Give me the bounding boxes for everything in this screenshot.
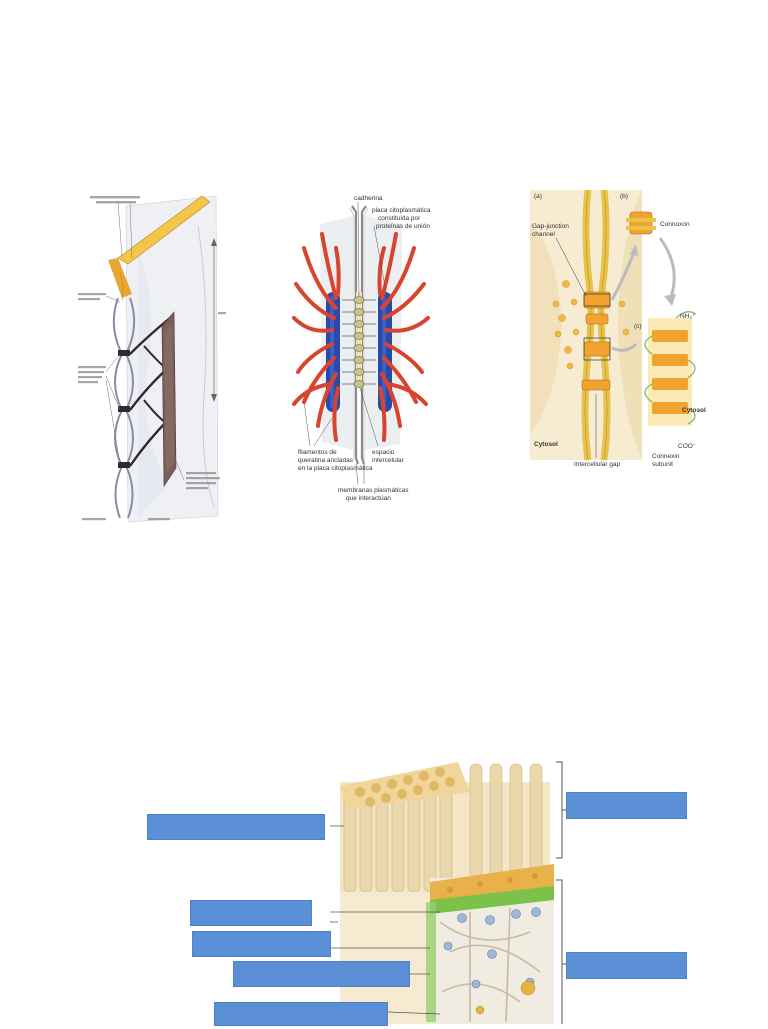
blank-label-right-lower (566, 952, 687, 979)
blank-label-junction-1 (190, 900, 312, 926)
tight-junction-illustration (76, 195, 226, 523)
microvilli-icon (340, 762, 550, 893)
epithelium-illustration (310, 761, 568, 1024)
gap-label-subunit-1: Connexin (652, 453, 680, 460)
blank-label-junction-3 (233, 961, 410, 987)
tight-junction-figure (76, 186, 228, 532)
gap-label-intercellular: Intercellular gap (574, 461, 621, 468)
blank-label-junction-2 (192, 931, 331, 957)
gap-panel-a: (a) (534, 193, 542, 200)
cell-nucleus-icon (475, 980, 536, 1015)
blank-label-microvilli (147, 814, 325, 840)
gap-label-channel-1: Gap-junction (532, 223, 569, 230)
gap-label-nh3: NH₃⁺ (680, 313, 695, 320)
epithelium-figure (310, 752, 590, 1024)
desmosome-illustration: cadherina placa citoplasmática constitui… (292, 195, 431, 502)
gap-panel-c: (c) (634, 323, 642, 330)
blank-label-top-right (566, 792, 687, 819)
gap-label-cytosol-left: Cytosol (534, 441, 558, 448)
basal-lamina-icon (426, 886, 554, 1022)
desmosome-label-filaments-2: queratina ancladas (298, 457, 354, 464)
desmosome-figure: cadherina placa citoplasmática constitui… (292, 188, 442, 514)
gap-label-connexon: Connoxon (660, 221, 690, 228)
desmosome-label-filaments-3: en la placa citoplasmática (298, 465, 373, 472)
desmosome-label-plaque-1: placa citoplasmática (372, 207, 431, 214)
desmosome-label-membranes-1: membranas plasmáticas (338, 487, 409, 494)
gap-label-cytosol-right: Cytosol (682, 407, 706, 414)
connexon-icon (626, 211, 656, 235)
gap-junction-illustration: (a) (b) (c) Gap-junction channel Connoxo… (530, 189, 706, 468)
gap-panel-b: (b) (620, 193, 628, 200)
desmosome-label-membranes-2: que interactúan (346, 495, 391, 502)
gap-label-coo: COO⁻ (678, 443, 696, 450)
desmosome-label-plaque-3: proteínas de unión (376, 223, 430, 230)
desmosome-label-filaments-1: filamentos de (298, 449, 337, 456)
gap-label-channel-2: channel (532, 231, 555, 238)
desmosome-label-space-2: intercelular (372, 457, 405, 464)
desmosome-label-plaque-2: constituida por (378, 215, 421, 222)
desmosome-label-cadherin: cadherina (354, 195, 383, 202)
connexin-subunit-icon (644, 311, 697, 426)
desmosome-label-space-1: espacio (372, 449, 395, 456)
gap-label-subunit-2: subunit (652, 461, 673, 468)
blank-label-bottom (214, 1002, 388, 1026)
gap-junction-figure: (a) (b) (c) Gap-junction channel Connoxo… (526, 184, 710, 480)
